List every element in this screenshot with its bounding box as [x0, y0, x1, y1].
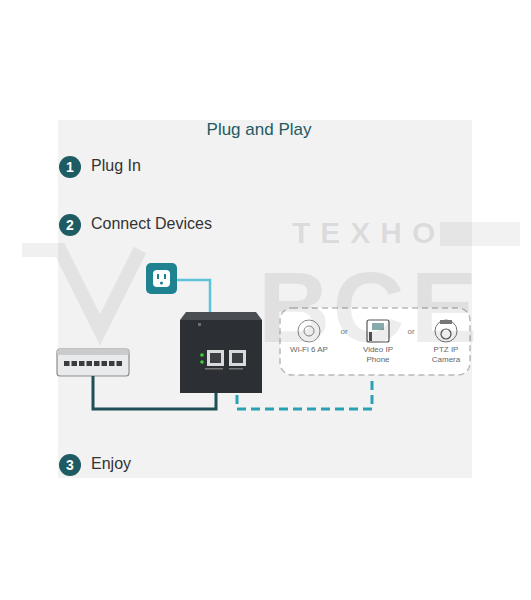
- diagram-title: Plug and Play: [207, 120, 312, 140]
- step-item: 3 Enjoy: [59, 454, 135, 476]
- step-item: 2 Connect Devices: [59, 214, 216, 236]
- watermark-mark: [22, 250, 140, 330]
- step-heading: Plug In: [91, 157, 141, 175]
- rj45-socket: [210, 353, 221, 363]
- step-heading: Connect Devices: [91, 215, 212, 233]
- switch-body: [57, 349, 129, 376]
- outlet-face: [153, 270, 170, 287]
- step-heading: Enjoy: [91, 455, 131, 473]
- watermark-text: ТЕХНО: [292, 216, 445, 250]
- status-led: [200, 353, 204, 357]
- switch-port: [102, 361, 108, 366]
- device-item: Video IP Phone: [358, 345, 398, 365]
- switch-port: [72, 361, 78, 366]
- outlet-ground: [160, 281, 163, 284]
- port-marking: [229, 368, 243, 370]
- rj45-socket: [232, 353, 243, 363]
- outlet-slot: [157, 274, 159, 279]
- switch-port: [94, 361, 100, 366]
- switch-port: [64, 361, 70, 366]
- rj45-port: [229, 350, 246, 366]
- watermark-bar: [440, 222, 520, 246]
- switch-ports: [64, 361, 122, 366]
- step-number: 3: [59, 454, 81, 476]
- step-item: 1 Plug In: [59, 156, 145, 178]
- step-number: 1: [59, 156, 81, 178]
- switch-top: [57, 349, 129, 355]
- power-cable: [177, 280, 210, 313]
- injector-body: [180, 320, 262, 393]
- device-item: PTZ IP Camera: [425, 345, 467, 365]
- port-marking: [205, 368, 223, 370]
- switch-port: [79, 361, 85, 366]
- switch-port: [109, 361, 115, 366]
- device-label: PTZ IP Camera: [425, 345, 467, 365]
- switch-port: [117, 361, 123, 366]
- step-number: 2: [59, 214, 81, 236]
- status-led: [200, 360, 204, 364]
- device-label: Video IP Phone: [358, 345, 398, 365]
- injector-led: [198, 323, 201, 326]
- rj45-port: [207, 350, 224, 366]
- outlet-icon: [146, 263, 177, 294]
- device-label: Wi-Fi 6 AP: [284, 345, 334, 355]
- injector-top: [180, 312, 262, 320]
- device-item: Wi-Fi 6 AP: [284, 345, 334, 355]
- outlet-slot: [164, 274, 166, 279]
- switch-port: [87, 361, 93, 366]
